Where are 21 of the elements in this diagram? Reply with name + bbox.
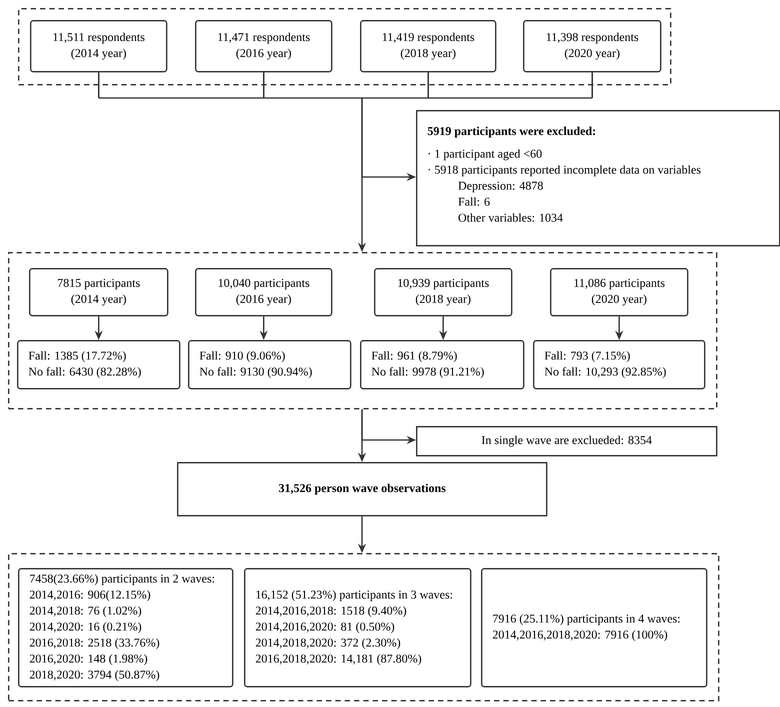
process-box: 11,398 respondents (2020 year) (523, 20, 662, 72)
process-box: 10,939 participants (2018 year) (374, 268, 512, 316)
process-box: 11,419 respondents (2018 year) (360, 20, 496, 72)
exclusion-box: 5919 participants were excluded: · 1 participant aged <60 · 5918 participants reported incomplete data on variables Depression: 4878 Fall: 6 Other variables: 1034 (416, 110, 780, 246)
process-box: 31,526 person wave observations (177, 462, 548, 516)
result-box: 7916 (25.11%) participants in 4 waves: 2014,2016,2018,2020: 7916 (100%) (481, 568, 708, 688)
result-box: Fall: 961 (8.79%) No fall: 9978 (91.21%) (360, 340, 524, 390)
result-box: Fall: 910 (9.06%) No fall: 9130 (90.94%) (188, 340, 352, 390)
result-box: Fall: 793 (7.15%) No fall: 10,293 (92.85%) (533, 340, 706, 390)
group-frame (18, 8, 672, 86)
result-box: 16,152 (51.23%) participants in 3 waves: 2014,2016,2018: 1518 (9.40%) 2014,2016,2020: 81 (0.50%) 2014,2018,2020: 372 (2.30%) 2016,2018,2020: 14,181 (87.80%) (244, 568, 472, 688)
group-frame (8, 252, 718, 410)
process-box: 7815 participants (2014 year) (29, 268, 168, 316)
process-box: 11,511 respondents (2014 year) (30, 20, 168, 72)
result-box: Fall: 1385 (17.72%) No fall: 6430 (82.28%) (17, 340, 180, 390)
result-box: 7458(23.66%) participants in 2 waves: 2014,2016: 906(12.15%) 2014,2018: 76 (1.02%) 2014,2020: 16 (0.21%) 2016,2018: 2518 (33.76%) 2016,2020: 148 (1.98%) 2018,2020: 3794 (50.87%) (18, 568, 234, 688)
process-box: 11,086 participants (2020 year) (550, 268, 688, 316)
group-frame (8, 553, 720, 702)
process-box: 10,040 participants (2016 year) (195, 268, 332, 316)
process-box: 11,471 respondents (2016 year) (195, 20, 332, 72)
exclusion-box: In single wave are exclueded: 8354 (416, 426, 718, 456)
